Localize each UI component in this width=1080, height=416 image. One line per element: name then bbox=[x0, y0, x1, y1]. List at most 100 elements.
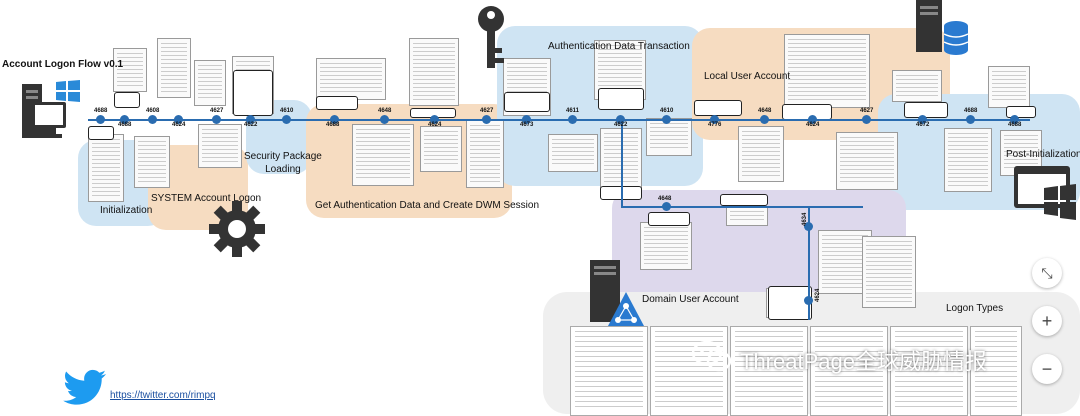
flow-node bbox=[862, 115, 871, 124]
event-id-label: 4688 bbox=[326, 122, 340, 128]
event-header-box bbox=[598, 88, 644, 110]
gear-icon bbox=[209, 201, 265, 257]
event-card bbox=[466, 120, 504, 188]
twitter-icon bbox=[63, 369, 106, 405]
event-card bbox=[640, 222, 692, 270]
event-card bbox=[352, 124, 414, 186]
event-id-label: 4627 bbox=[480, 108, 494, 114]
event-card bbox=[836, 132, 898, 190]
flow-node bbox=[120, 115, 129, 124]
event-id-label: 4672 bbox=[916, 122, 930, 128]
event-card bbox=[892, 70, 942, 102]
flow-node bbox=[918, 115, 927, 124]
branch-flow-line bbox=[621, 119, 623, 207]
event-card bbox=[548, 134, 598, 172]
region-label-local-user-account: Local User Account bbox=[704, 71, 791, 82]
event-id-label: 4634 bbox=[802, 212, 808, 226]
main-flow-line bbox=[88, 119, 1030, 121]
flow-node bbox=[662, 202, 671, 211]
event-card bbox=[409, 38, 459, 106]
logon-type-card bbox=[730, 326, 808, 416]
region-label-get-auth-data: Get Authentication Data and Create DWM S… bbox=[315, 200, 540, 211]
event-header-box bbox=[114, 92, 140, 108]
region-label-auth-data-transaction: Authentication Data Transaction bbox=[548, 41, 690, 52]
flow-node bbox=[710, 115, 719, 124]
event-id-label: 4688 bbox=[1008, 122, 1022, 128]
flow-node bbox=[330, 115, 339, 124]
event-card bbox=[157, 38, 191, 98]
event-id-label: 4611 bbox=[566, 108, 580, 114]
event-id-label: 4648 bbox=[378, 108, 392, 114]
event-id-label: 4688 bbox=[94, 108, 108, 114]
event-id-label: 4624 bbox=[806, 122, 820, 128]
event-id-label: 4688 bbox=[964, 108, 978, 114]
flow-node bbox=[966, 115, 975, 124]
flow-node bbox=[246, 115, 255, 124]
zoom-in-button[interactable]: + bbox=[1032, 306, 1062, 336]
region-label-post-initialization: Post-Initialization bbox=[1006, 149, 1080, 160]
region-label-initialization: Initialization bbox=[100, 205, 153, 216]
event-id-label: 4627 bbox=[860, 108, 874, 114]
logon-type-card bbox=[970, 326, 1022, 416]
zoom-out-button[interactable]: − bbox=[1032, 354, 1062, 384]
flow-node bbox=[808, 115, 817, 124]
windows-window-icon bbox=[1014, 166, 1076, 220]
region-label-logon-types: Logon Types bbox=[946, 303, 1004, 314]
event-id-label: 4622 bbox=[614, 122, 628, 128]
logon-type-card bbox=[650, 326, 728, 416]
key-icon bbox=[478, 6, 504, 68]
flow-node bbox=[148, 115, 157, 124]
event-card bbox=[738, 126, 784, 182]
region-label-security-package-loading: Security Package Loading bbox=[244, 151, 322, 175]
wechat-icon bbox=[692, 340, 732, 372]
event-card bbox=[198, 124, 242, 168]
flow-node bbox=[522, 115, 531, 124]
region-label-system-account-logon: SYSTEM Account Logon bbox=[151, 193, 262, 204]
logon-type-card bbox=[810, 326, 888, 416]
event-id-label: 4624 bbox=[172, 122, 186, 128]
watermark-text: ThreatPage全球威胁情报 bbox=[740, 349, 987, 374]
diagram-title: Account Logon Flow v0.1 bbox=[2, 59, 124, 70]
flow-node bbox=[96, 115, 105, 124]
event-card bbox=[862, 236, 916, 308]
flow-node bbox=[1010, 115, 1019, 124]
domain-vertical-line bbox=[808, 206, 810, 320]
event-card bbox=[646, 118, 692, 156]
region-label-domain-user-account: Domain User Account bbox=[642, 294, 739, 305]
event-card bbox=[113, 48, 147, 92]
event-card bbox=[944, 128, 992, 192]
collapse-button[interactable]: ⤡ bbox=[1032, 258, 1062, 288]
event-header-box bbox=[720, 194, 768, 206]
event-card bbox=[134, 136, 170, 188]
event-id-label: 4648 bbox=[758, 108, 772, 114]
event-id-label: 4627 bbox=[210, 108, 224, 114]
flow-node bbox=[568, 115, 577, 124]
event-id-label: 4622 bbox=[244, 122, 258, 128]
event-header-box bbox=[694, 100, 742, 116]
flow-node bbox=[482, 115, 491, 124]
event-header-box bbox=[648, 212, 690, 226]
event-card bbox=[194, 60, 226, 106]
twitter-link[interactable]: https://twitter.com/rimpq bbox=[110, 390, 216, 401]
event-card bbox=[316, 58, 386, 100]
event-id-label: 4610 bbox=[280, 108, 294, 114]
flow-node bbox=[616, 115, 625, 124]
flow-node bbox=[430, 115, 439, 124]
event-id-label: 4648 bbox=[658, 196, 672, 202]
database-server-icon bbox=[916, 0, 969, 55]
flow-node bbox=[804, 296, 813, 305]
event-card bbox=[726, 206, 768, 226]
event-header-box bbox=[88, 126, 114, 140]
event-header-box bbox=[904, 102, 948, 118]
event-card bbox=[420, 126, 462, 172]
flow-node bbox=[662, 115, 671, 124]
logon-type-card bbox=[570, 326, 648, 416]
event-id-label: 4608 bbox=[146, 108, 160, 114]
flow-node bbox=[804, 222, 813, 231]
event-id-label: 4624 bbox=[815, 288, 821, 302]
flow-node bbox=[380, 115, 389, 124]
windows-pc-icon bbox=[22, 80, 80, 138]
event-id-label: 4673 bbox=[520, 122, 534, 128]
event-card bbox=[988, 66, 1030, 108]
event-id-label: 4610 bbox=[660, 108, 674, 114]
